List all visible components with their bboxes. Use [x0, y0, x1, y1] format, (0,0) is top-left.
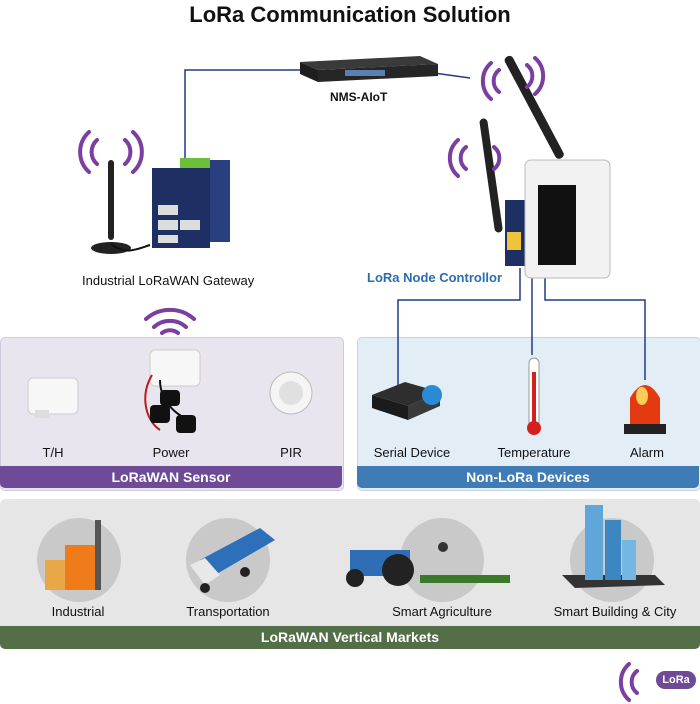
alarm-light-icon: [624, 385, 666, 434]
node-controller-label: LoRa Node Controllor: [367, 270, 503, 285]
sensor-power-label: Power: [152, 445, 190, 460]
gateway-nms-link: [184, 69, 300, 165]
lora-badge: LoRa: [656, 671, 696, 689]
industrial-market-icon: [37, 518, 121, 602]
page-title: LoRa Communication Solution: [189, 2, 511, 27]
market-agriculture-label: Smart Agriculture: [392, 604, 492, 619]
lorawan-sensor-title: LoRaWAN Sensor: [0, 466, 342, 488]
power-sensor-icon: [144, 349, 201, 433]
thermometer-icon: [527, 357, 541, 435]
smart-building-market-icon: [562, 505, 665, 602]
transportation-market-icon: [186, 518, 275, 602]
sensor-pir-label: PIR: [280, 445, 302, 460]
controller-alarm-link: [544, 275, 646, 380]
gateway-label: Industrial LoRaWAN Gateway: [82, 273, 255, 288]
vertical-markets-title: LoRaWAN Vertical Markets: [0, 626, 700, 649]
gateway-antenna-icon: [91, 160, 151, 254]
controller-serial-link: [397, 268, 521, 385]
pir-sensor-icon: [269, 371, 313, 415]
wireless-signal-icons: [78, 56, 639, 702]
device-serial-label: Serial Device: [373, 445, 451, 460]
market-transportation-label: Transportation: [186, 604, 270, 619]
industrial-gateway-icon: [152, 158, 230, 248]
market-industrial-label: Industrial: [51, 604, 105, 619]
device-temperature-label: Temperature: [497, 445, 571, 460]
sensor-th-label: T/H: [42, 445, 64, 460]
market-building-label: Smart Building & City: [553, 604, 677, 619]
smart-agriculture-market-icon: [346, 518, 510, 602]
device-alarm-label: Alarm: [630, 445, 664, 460]
node-controller-icon: [505, 159, 611, 279]
node-controller-antennas-icon: [479, 55, 564, 233]
connection-lines: [184, 67, 646, 385]
serial-device-icon: [372, 382, 442, 420]
nms-aiot-server-icon: [300, 56, 438, 82]
th-sensor-icon: [27, 377, 79, 418]
non-lora-devices-title: Non-LoRa Devices: [357, 466, 699, 488]
nms-aiot-label: NMS-AIoT: [330, 90, 388, 104]
